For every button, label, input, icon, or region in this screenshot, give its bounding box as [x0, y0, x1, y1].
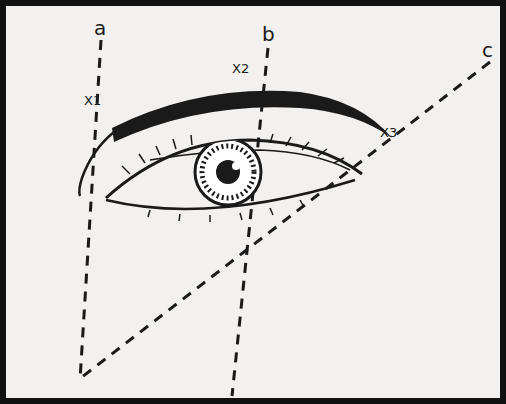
- brow-edge: [79, 132, 114, 196]
- iris: [195, 139, 261, 205]
- picture-ground: a b cX2X1X3: [6, 6, 500, 398]
- guide-letter: a: [94, 18, 106, 38]
- eyebrow-illustration: [6, 6, 500, 398]
- guide-letter: c: [482, 40, 493, 60]
- point-label: X2: [232, 62, 249, 75]
- guide-lines: [80, 40, 490, 396]
- eyebrow: [112, 91, 392, 142]
- point-label: X1: [84, 94, 101, 107]
- guide-letter: b: [262, 24, 275, 44]
- lashes: [122, 134, 344, 222]
- point-label: X3: [380, 126, 397, 139]
